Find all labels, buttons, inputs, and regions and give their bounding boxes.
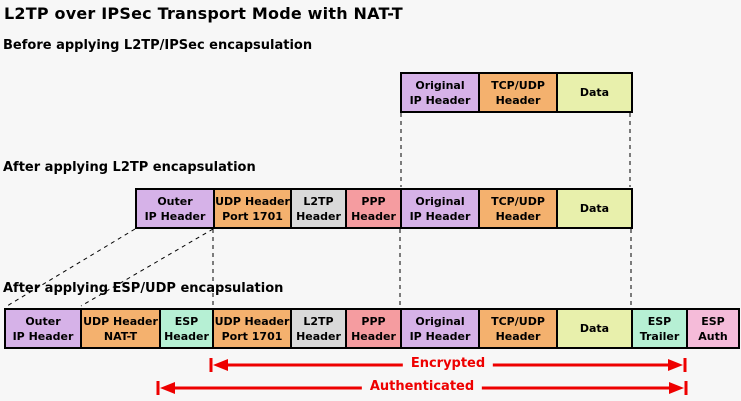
diagram-title: L2TP over IPSec Transport Mode with NAT-… [4, 4, 403, 23]
packet-field-data: Data [556, 308, 633, 349]
section-label-before-encapsulation: Before applying L2TP/IPSec encapsulation [3, 38, 313, 53]
section-label-after-esp-udp: After applying ESP/UDP encapsulation [3, 281, 284, 296]
packet-field-data: Data [556, 72, 633, 113]
packet-field-data: Data [556, 188, 633, 229]
authenticated-arrow-label: Authenticated [361, 379, 483, 394]
encrypted-arrow-label: Encrypted [402, 356, 494, 371]
section-label-after-l2tp: After applying L2TP encapsulation [3, 160, 256, 175]
